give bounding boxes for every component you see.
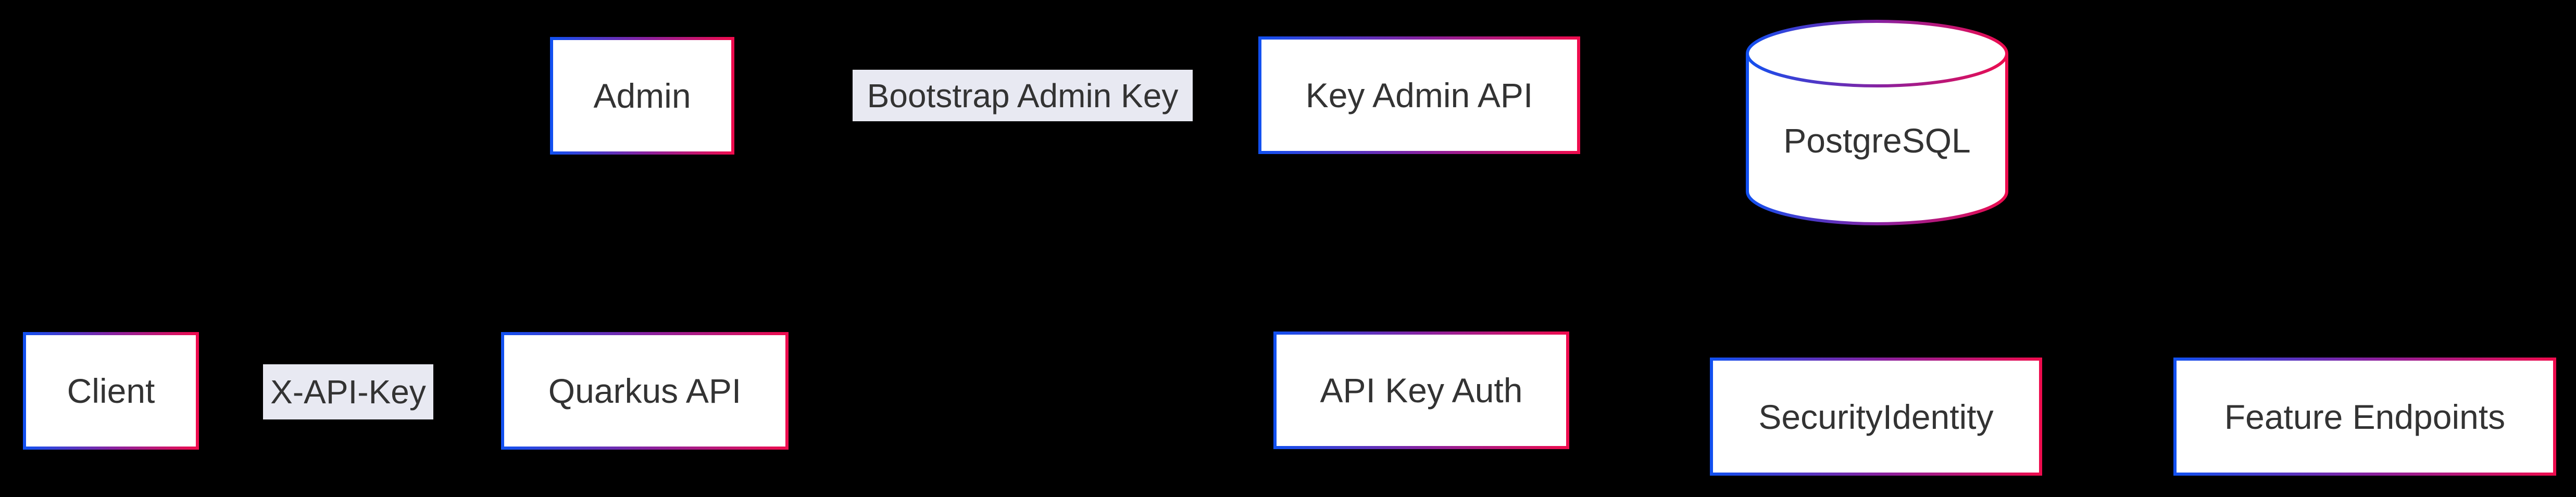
node-postgresql-label: PostgreSQL: [1783, 121, 1971, 160]
cylinder-top: [1746, 20, 2008, 87]
edge-label-bootstrap-admin-key: Bootstrap Admin Key: [853, 70, 1193, 121]
node-admin: Admin: [550, 37, 734, 155]
node-feature-endpoints: Feature Endpoints: [2173, 358, 2556, 476]
node-quarkus-api: Quarkus API: [501, 332, 789, 450]
node-key-admin-api: Key Admin API: [1258, 36, 1580, 154]
node-client: Client: [23, 332, 199, 450]
node-security-identity: SecurityIdentity: [1710, 358, 2042, 476]
node-api-key-auth: API Key Auth: [1273, 332, 1569, 449]
node-postgresql-cylinder: PostgreSQL: [1746, 20, 2008, 225]
cylinder-body: [1746, 54, 2008, 225]
edge-label-x-api-key: X-API-Key: [263, 364, 433, 419]
